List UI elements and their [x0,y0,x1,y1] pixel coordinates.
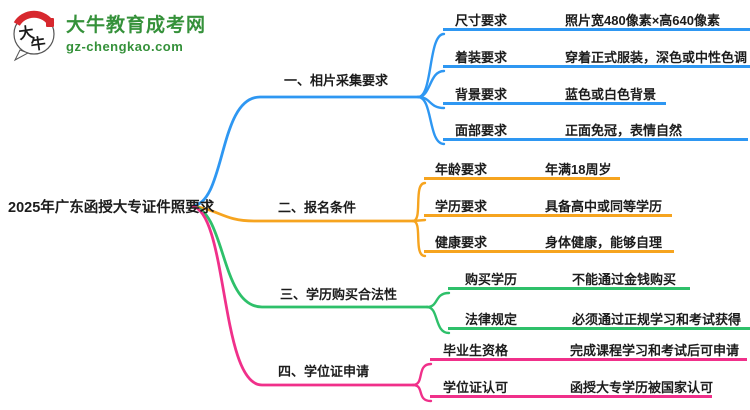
leaf-label: 着装要求 [455,49,508,65]
leaf-node-legal-rule[interactable]: 法律规定 必须通过正规学习和考试获得 [448,309,750,330]
branch-2-label[interactable]: 二、报名条件 [278,200,357,215]
branch-3-connector-2 [425,305,451,335]
leaf-label: 毕业生资格 [443,342,509,358]
leaf-label: 尺寸要求 [455,12,508,28]
leaf-value: 正面免冠，表情自然 [565,122,683,138]
branch-1-connector-1 [416,32,446,99]
logo-domain: gz-chengkao.com [66,38,184,54]
branch-2-line [190,204,415,223]
leaf-node-purchase-diploma[interactable]: 购买学历 不能通过金钱购买 [448,269,690,290]
leaf-node-background-requirement[interactable]: 背景要求 蓝色或白色背景 [443,84,666,105]
leaf-value: 具备高中或同等学历 [545,198,663,214]
leaf-value: 蓝色或白色背景 [565,86,657,102]
branch-4-connector-2 [411,383,433,403]
svg-text:大: 大 [18,23,35,43]
leaf-label: 面部要求 [455,122,508,138]
leaf-node-graduate-qualification[interactable]: 毕业生资格 完成课程学习和考试后可申请 [430,340,747,361]
leaf-node-health-requirement[interactable]: 健康要求 身体健康，能够自理 [424,232,674,253]
root-topic[interactable]: 2025年广东函授大专证件照要求 [8,200,215,216]
leaf-label: 学位证认可 [443,379,509,395]
branch-3-line [190,204,429,309]
branch-3-connector-1 [425,291,451,309]
leaf-node-degree-recognition[interactable]: 学位证认可 函授大专学历被国家认可 [430,377,714,398]
leaf-node-face-requirement[interactable]: 面部要求 正面免冠，表情自然 [443,120,748,141]
leaf-node-size-requirement[interactable]: 尺寸要求 照片宽480像素×高640像素 [443,10,750,31]
leaf-node-age-requirement[interactable]: 年龄要求 年满18周岁 [424,159,620,180]
leaf-node-dress-requirement[interactable]: 着装要求 穿着正式服装，深色或中性色调 [443,47,750,68]
branch-4-line [190,204,415,387]
branch-2-connector-3 [411,219,427,258]
leaf-value: 不能通过金钱购买 [572,271,677,287]
leaf-value: 身体健康，能够自理 [545,234,663,250]
leaf-label: 法律规定 [465,311,518,327]
branch-1-label[interactable]: 一、相片采集要求 [284,73,389,88]
branch-1-connector-2 [416,69,446,99]
leaf-value: 照片宽480像素×高640像素 [565,12,720,28]
branch-1-line [190,95,420,208]
leaf-value: 必须通过正规学习和考试获得 [572,311,742,327]
logo-title: 大牛教育成考网 [66,15,207,37]
logo-text: 大牛教育成考网 gz-chengkao.com [66,15,207,54]
leaf-value: 函授大专学历被国家认可 [570,379,714,395]
site-logo[interactable]: 大 牛 大牛教育成考网 gz-chengkao.com [10,8,206,62]
leaf-node-education-requirement[interactable]: 学历要求 具备高中或同等学历 [424,196,672,217]
leaf-label: 年龄要求 [435,161,488,177]
leaf-label: 购买学历 [465,271,518,287]
leaf-label: 健康要求 [435,234,488,250]
branch-4-connector-1 [411,362,433,387]
branch-1-connector-4 [416,95,446,146]
leaf-value: 完成课程学习和考试后可申请 [570,342,740,358]
daniu-bull-logo-icon: 大 牛 [13,10,55,62]
leaf-label: 学历要求 [435,198,488,214]
svg-text:牛: 牛 [30,34,47,54]
branch-3-label[interactable]: 三、学历购买合法性 [280,287,398,302]
leaf-value: 年满18周岁 [545,161,612,177]
leaf-label: 背景要求 [455,86,508,102]
branch-4-label[interactable]: 四、学位证申请 [278,364,370,379]
leaf-value: 穿着正式服装，深色或中性色调 [565,49,748,65]
